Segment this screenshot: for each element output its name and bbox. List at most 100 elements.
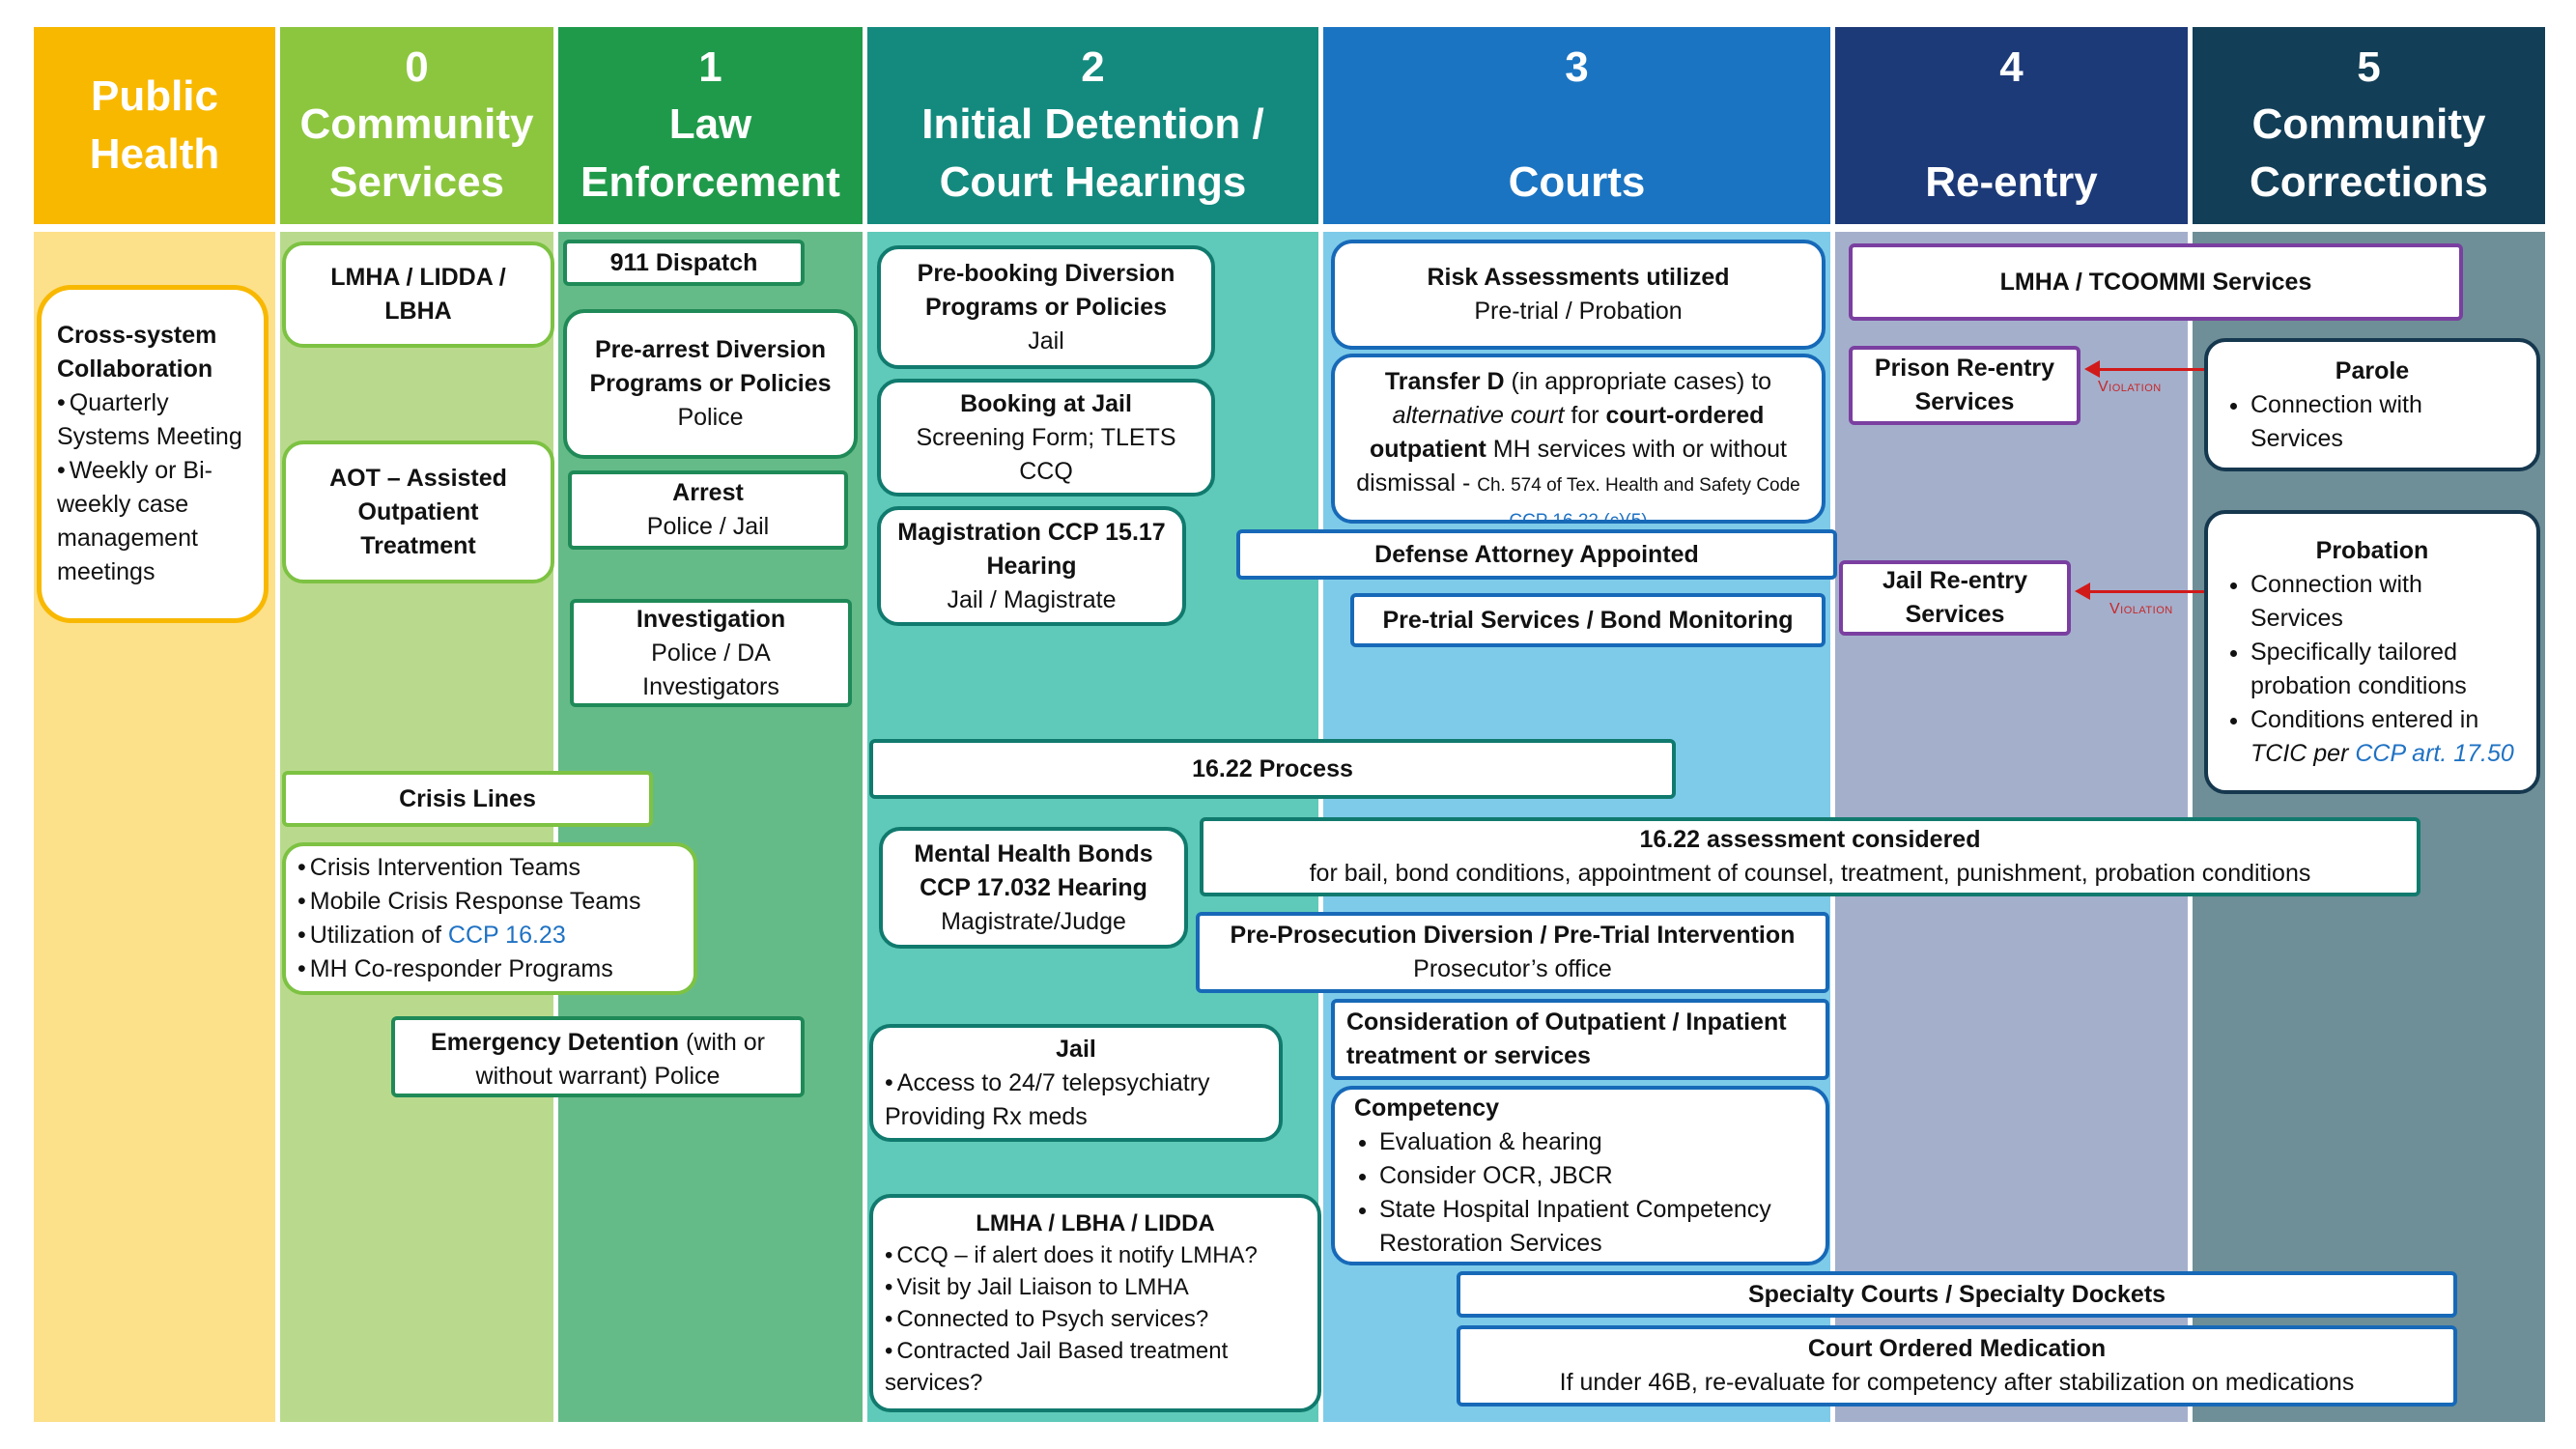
box-title: Pre-booking Diversion Programs or Polici… bbox=[917, 259, 1175, 321]
box-title: Pre-Prosecution Diversion / Pre-Trial In… bbox=[1230, 922, 1796, 949]
dispatch-911-box: 911 Dispatch bbox=[563, 240, 805, 286]
outpatient-inpatient-box: Consideration of Outpatient / Inpatient … bbox=[1331, 999, 1829, 1080]
violation-arrow-prison bbox=[2084, 360, 2204, 378]
box-title: Pre-trial Services / Bond Monitoring bbox=[1382, 606, 1794, 634]
column-title: Community Corrections bbox=[2250, 100, 2488, 206]
box-subtitle: Police / Jail bbox=[646, 513, 770, 540]
list-item: Specifically tailored probation conditio… bbox=[2250, 636, 2519, 703]
box-title: 911 Dispatch bbox=[609, 248, 758, 276]
list-item: Connection with Services bbox=[2250, 388, 2519, 456]
box-subtitle: If under 46B, re-evaluate for competency… bbox=[1559, 1369, 2355, 1396]
box-title: LMHA / LIDDA / LBHA bbox=[330, 264, 506, 325]
competency-box: Competency Evaluation & hearing Consider… bbox=[1331, 1086, 1829, 1265]
preprosecution-diversion-box: Pre-Prosecution Diversion / Pre-Trial In… bbox=[1196, 912, 1829, 993]
risk-assessments-box: Risk Assessments utilized Pre-trial / Pr… bbox=[1331, 240, 1826, 350]
box-title: Parole bbox=[2335, 356, 2410, 384]
box-title: Prison Re-entry Services bbox=[1874, 355, 2055, 415]
column-number: 2 bbox=[1081, 43, 1105, 91]
violation-arrow-jail bbox=[2075, 582, 2204, 600]
box-title: Pre-arrest Diversion Programs or Policie… bbox=[589, 336, 832, 397]
column-title: Re-entry bbox=[1925, 158, 2098, 206]
parole-box: Parole Connection with Services bbox=[2204, 338, 2540, 471]
tcic-text: TCIC per bbox=[2250, 739, 2356, 767]
box-title: Crisis Lines bbox=[399, 784, 536, 812]
cross-system-list: Quarterly Systems Meeting Weekly or Bi-w… bbox=[57, 386, 248, 589]
list-item: Mobile Crisis Response Teams bbox=[297, 885, 641, 919]
box-title: 16.22 Process bbox=[1192, 754, 1353, 782]
ccp-1750-link[interactable]: CCP art. 17.50 bbox=[2355, 739, 2514, 767]
box-title: LMHA / TCOOMMI Services bbox=[1999, 268, 2312, 296]
box-title: Risk Assessments utilized bbox=[1427, 264, 1730, 291]
transfer-title: Transfer D bbox=[1384, 368, 1505, 395]
list-item: Crisis Intervention Teams bbox=[297, 851, 641, 885]
jail-list: Access to 24/7 telepsychiatry Providing … bbox=[885, 1066, 1267, 1134]
box-title: LMHA / LBHA / LIDDA bbox=[976, 1210, 1215, 1236]
specialty-courts-box: Specialty Courts / Specialty Dockets bbox=[1457, 1271, 2457, 1318]
header-community-corrections: 5 Community Corrections bbox=[2193, 27, 2545, 224]
box-title: Arrest bbox=[672, 479, 744, 506]
box-subtitle: Police bbox=[677, 404, 744, 431]
column-number: 1 bbox=[698, 43, 722, 91]
box-title: AOT – Assisted Outpatient Treatment bbox=[329, 464, 507, 559]
list-item: State Hospital Inpatient Competency Rest… bbox=[1379, 1193, 1806, 1261]
list-item: MH Co-responder Programs bbox=[297, 952, 641, 986]
pretrial-services-box: Pre-trial Services / Bond Monitoring bbox=[1350, 593, 1826, 647]
box-title: Jail bbox=[1056, 1035, 1096, 1063]
box-title: 16.22 assessment considered bbox=[1639, 826, 1981, 853]
probation-box: Probation Connection with Services Speci… bbox=[2204, 510, 2540, 794]
transfer-text: (in appropriate cases) to bbox=[1504, 368, 1772, 395]
transfer-alternative-court-box: Transfer D (in appropriate cases) to alt… bbox=[1331, 354, 1826, 524]
box-subtitle: Screening Form; TLETS CCQ bbox=[916, 423, 1176, 485]
list-item: Evaluation & hearing bbox=[1379, 1125, 1806, 1159]
cross-system-collaboration-box: Cross-system Collaboration Quarterly Sys… bbox=[37, 285, 269, 623]
column-title: Community Services bbox=[299, 100, 534, 206]
list-item: Utilization of CCP 16.23 bbox=[297, 919, 641, 952]
assessment-1622-box: 16.22 assessment considered for bail, bo… bbox=[1200, 817, 2420, 896]
column-title: Courts bbox=[1508, 158, 1646, 206]
box-title: Mental Health Bonds CCP 17.032 Hearing bbox=[914, 839, 1153, 901]
box-title: Probation bbox=[2315, 536, 2429, 564]
list-item: Consider OCR, JBCR bbox=[1379, 1159, 1806, 1193]
competency-list: Evaluation & hearing Consider OCR, JBCR … bbox=[1354, 1125, 1806, 1261]
utilization-text: Utilization of bbox=[309, 922, 448, 949]
box-subtitle: Magistrate/Judge bbox=[941, 907, 1126, 935]
lane-community-services bbox=[280, 232, 553, 1422]
header-reentry: 4 Re-entry bbox=[1835, 27, 2188, 224]
box-title: Court Ordered Medication bbox=[1807, 1335, 2107, 1362]
probation-list: Connection with Services Specifically ta… bbox=[2225, 568, 2519, 771]
box-title: Magistration CCP 15.17 Hearing bbox=[897, 518, 1166, 580]
prebooking-diversion-box: Pre-booking Diversion Programs or Polici… bbox=[877, 245, 1215, 369]
list-item: CCQ – if alert does it notify LMHA? bbox=[885, 1239, 1306, 1271]
transfer-mh-text: MH services with or without dismissal - bbox=[1356, 436, 1788, 497]
cross-system-title: Cross-system Collaboration bbox=[57, 322, 217, 383]
box-title: Defense Attorney Appointed bbox=[1374, 540, 1699, 568]
crisis-services-list: Crisis Intervention Teams Mobile Crisis … bbox=[297, 851, 641, 986]
court-ordered-text: court-ordered outpatient bbox=[1369, 402, 1765, 463]
ccp-1622-link[interactable]: CCP 16.22 (c)(5) bbox=[1509, 511, 1648, 524]
box-title: Investigation bbox=[636, 605, 786, 633]
aot-box: AOT – Assisted Outpatient Treatment bbox=[282, 440, 554, 583]
box-title: Booking at Jail bbox=[960, 389, 1132, 417]
box-subtitle: Pre-trial / Probation bbox=[1474, 298, 1683, 325]
defense-attorney-box: Defense Attorney Appointed bbox=[1236, 529, 1837, 580]
parole-list: Connection with Services bbox=[2225, 388, 2519, 456]
box-subtitle: for bail, bond conditions, appointment o… bbox=[1309, 860, 2311, 887]
crisis-lines-box: Crisis Lines bbox=[282, 771, 653, 827]
ccp-1623-link[interactable]: CCP 16.23 bbox=[447, 922, 566, 949]
emergency-detention-detail: (with or without warrant) Police bbox=[475, 1029, 765, 1090]
statute-text: Ch. 574 of Tex. Health and Safety Code bbox=[1477, 475, 1800, 496]
conditions-text: Conditions entered in bbox=[2250, 705, 2479, 733]
box-title: Consideration of Outpatient / Inpatient … bbox=[1346, 1009, 1787, 1069]
box-subtitle: Jail bbox=[1028, 327, 1064, 355]
prearrest-diversion-box: Pre-arrest Diversion Programs or Policie… bbox=[563, 309, 858, 459]
crisis-services-box: Crisis Intervention Teams Mobile Crisis … bbox=[282, 842, 697, 995]
header-community-services: 0 Community Services bbox=[280, 27, 553, 224]
column-title: Public Health bbox=[89, 72, 220, 178]
column-number: 3 bbox=[1565, 43, 1589, 91]
box-subtitle: Jail / Magistrate bbox=[947, 585, 1117, 613]
process-1622-box: 16.22 Process bbox=[869, 739, 1676, 799]
list-item: Connected to Psych services? bbox=[885, 1303, 1306, 1335]
magistration-box: Magistration CCP 15.17 Hearing Jail / Ma… bbox=[877, 506, 1186, 626]
violation-label-jail: Violation bbox=[2109, 601, 2173, 617]
lmha-lidda-lbha-box: LMHA / LIDDA / LBHA bbox=[282, 242, 554, 348]
